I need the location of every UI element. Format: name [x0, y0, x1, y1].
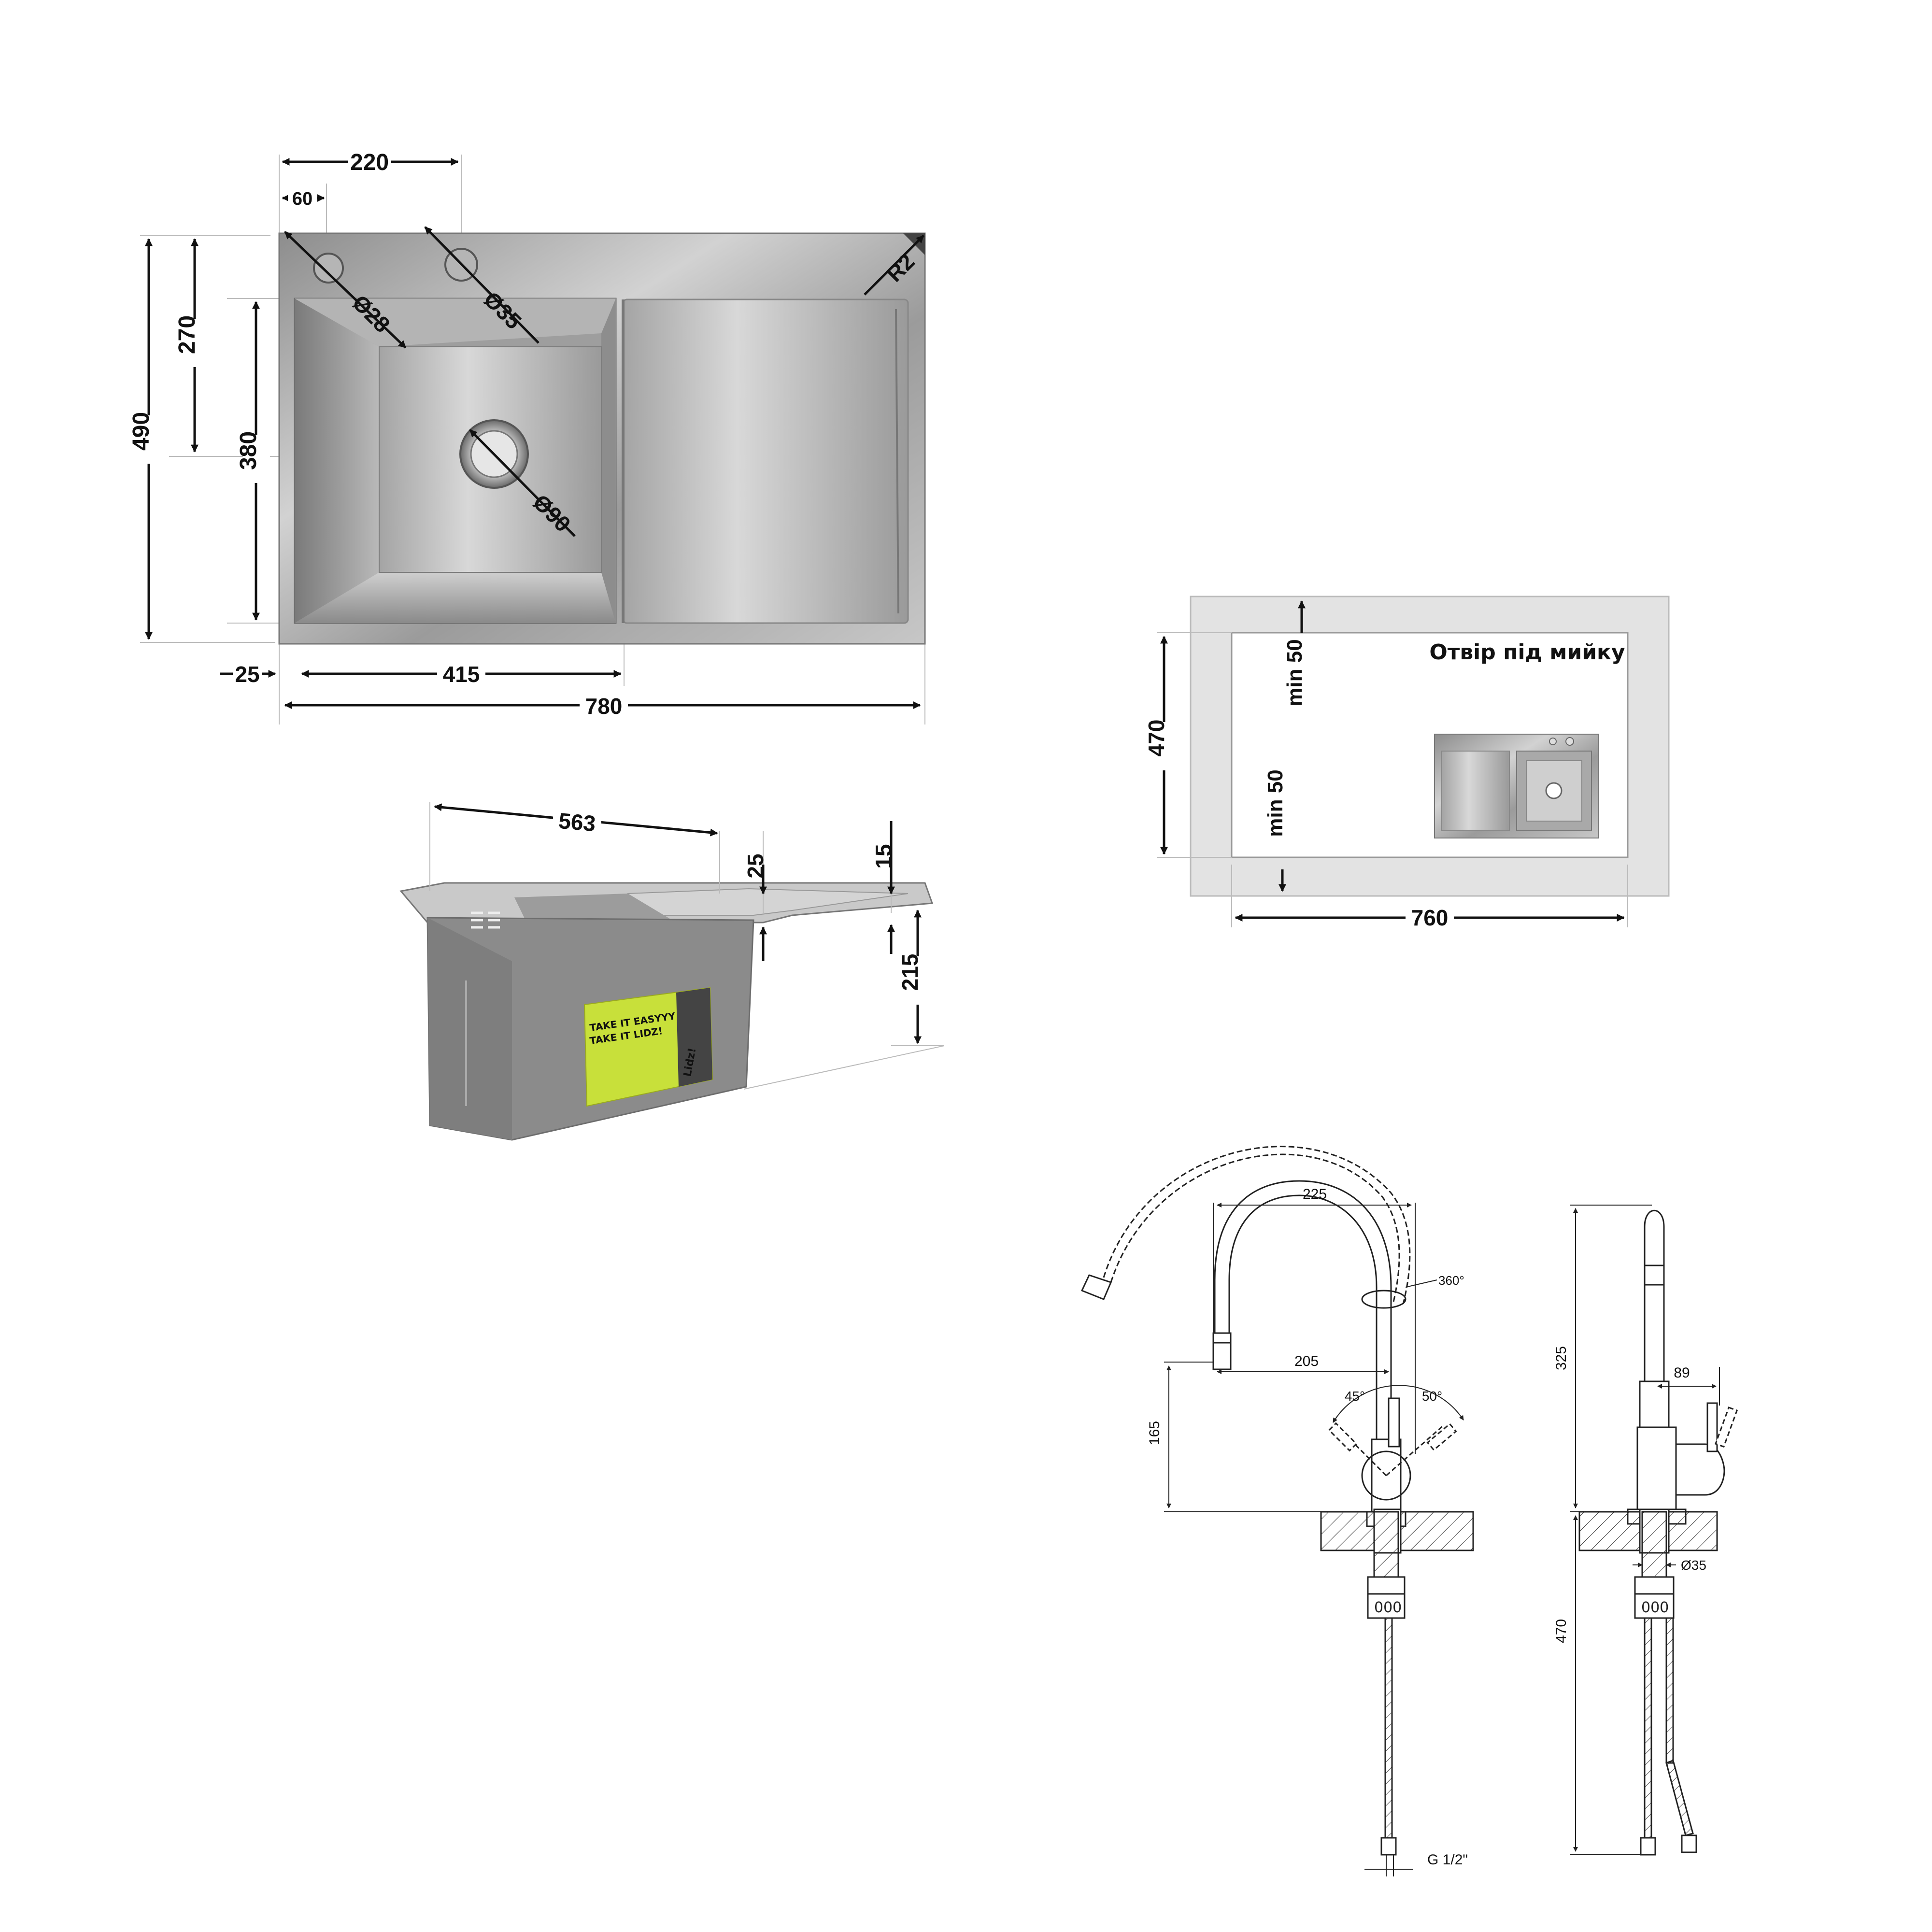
dim-25: 25: [235, 662, 259, 687]
faucet-side-labels: 325 89 Ø35 470: [1553, 1346, 1706, 1643]
dim-470-cut: 470: [1144, 720, 1169, 757]
dim-470-faucet: 470: [1553, 1619, 1569, 1643]
svg-text:000: 000: [1374, 1599, 1402, 1616]
dim-760: 760: [1411, 905, 1449, 930]
faucet-front-view: 000: [1080, 1146, 1474, 1876]
side-body: [1636, 1426, 1677, 1513]
spout-ghost: [1103, 1146, 1411, 1305]
cutout-template: Отвір під мийку min 50 min 50 4: [1144, 596, 1670, 931]
dim-270: 270: [174, 315, 200, 354]
dim-415: 415: [443, 662, 480, 687]
dim-215: 215: [897, 954, 923, 991]
svg-text:000: 000: [1641, 1599, 1669, 1616]
tap-hole-28: [313, 253, 344, 284]
faucet-side-view: 000: [1570, 1205, 1738, 1856]
dim-225: 225: [1303, 1186, 1327, 1202]
sink-side-view: TAKE IT EASYYY TAKE IT LIDZ! Lidz! 563 2…: [399, 802, 945, 1141]
dim-g12: G 1/2": [1427, 1852, 1468, 1868]
side-spout: [1644, 1209, 1665, 1384]
dim-45: 45°: [1345, 1389, 1365, 1404]
spout: [1214, 1180, 1392, 1449]
dim-325: 325: [1553, 1346, 1569, 1370]
sink-top-view: 220 60 490 270 380 Ø28 Ø35 Ø90 R2 25 415…: [128, 147, 926, 724]
dim-165: 165: [1147, 1421, 1163, 1445]
dim-380: 380: [236, 431, 261, 470]
dim-220: 220: [350, 150, 389, 175]
dim-line-d28: [284, 231, 407, 349]
faucet-front-labels: 225 360° 205 45° 50° 165 G 1/2": [1147, 1186, 1468, 1868]
drainboard: [622, 298, 909, 624]
cutout-title: Отвір під мийку: [1429, 640, 1625, 665]
dim-50: 50°: [1422, 1389, 1442, 1404]
dim-25-side: 25: [743, 853, 768, 878]
dim-line-d35: [424, 226, 540, 344]
dim-490: 490: [128, 412, 154, 451]
dim-60: 60: [292, 189, 313, 209]
dim-89: 89: [1674, 1365, 1690, 1381]
sink-thumbnail: [1434, 734, 1599, 838]
dim-d35-faucet: Ø35: [1681, 1558, 1706, 1573]
dim-205: 205: [1294, 1353, 1319, 1369]
dim-780: 780: [585, 694, 623, 719]
dim-360: 360°: [1438, 1273, 1464, 1288]
dim-line-r2: [864, 235, 924, 296]
min50-bottom: min 50: [1264, 769, 1287, 837]
swivel-ring: [1361, 1290, 1406, 1309]
dim-563: 563: [557, 808, 597, 836]
dim-15: 15: [871, 844, 896, 868]
dim-line-d90: [469, 429, 576, 537]
min50-top: min 50: [1283, 639, 1307, 706]
